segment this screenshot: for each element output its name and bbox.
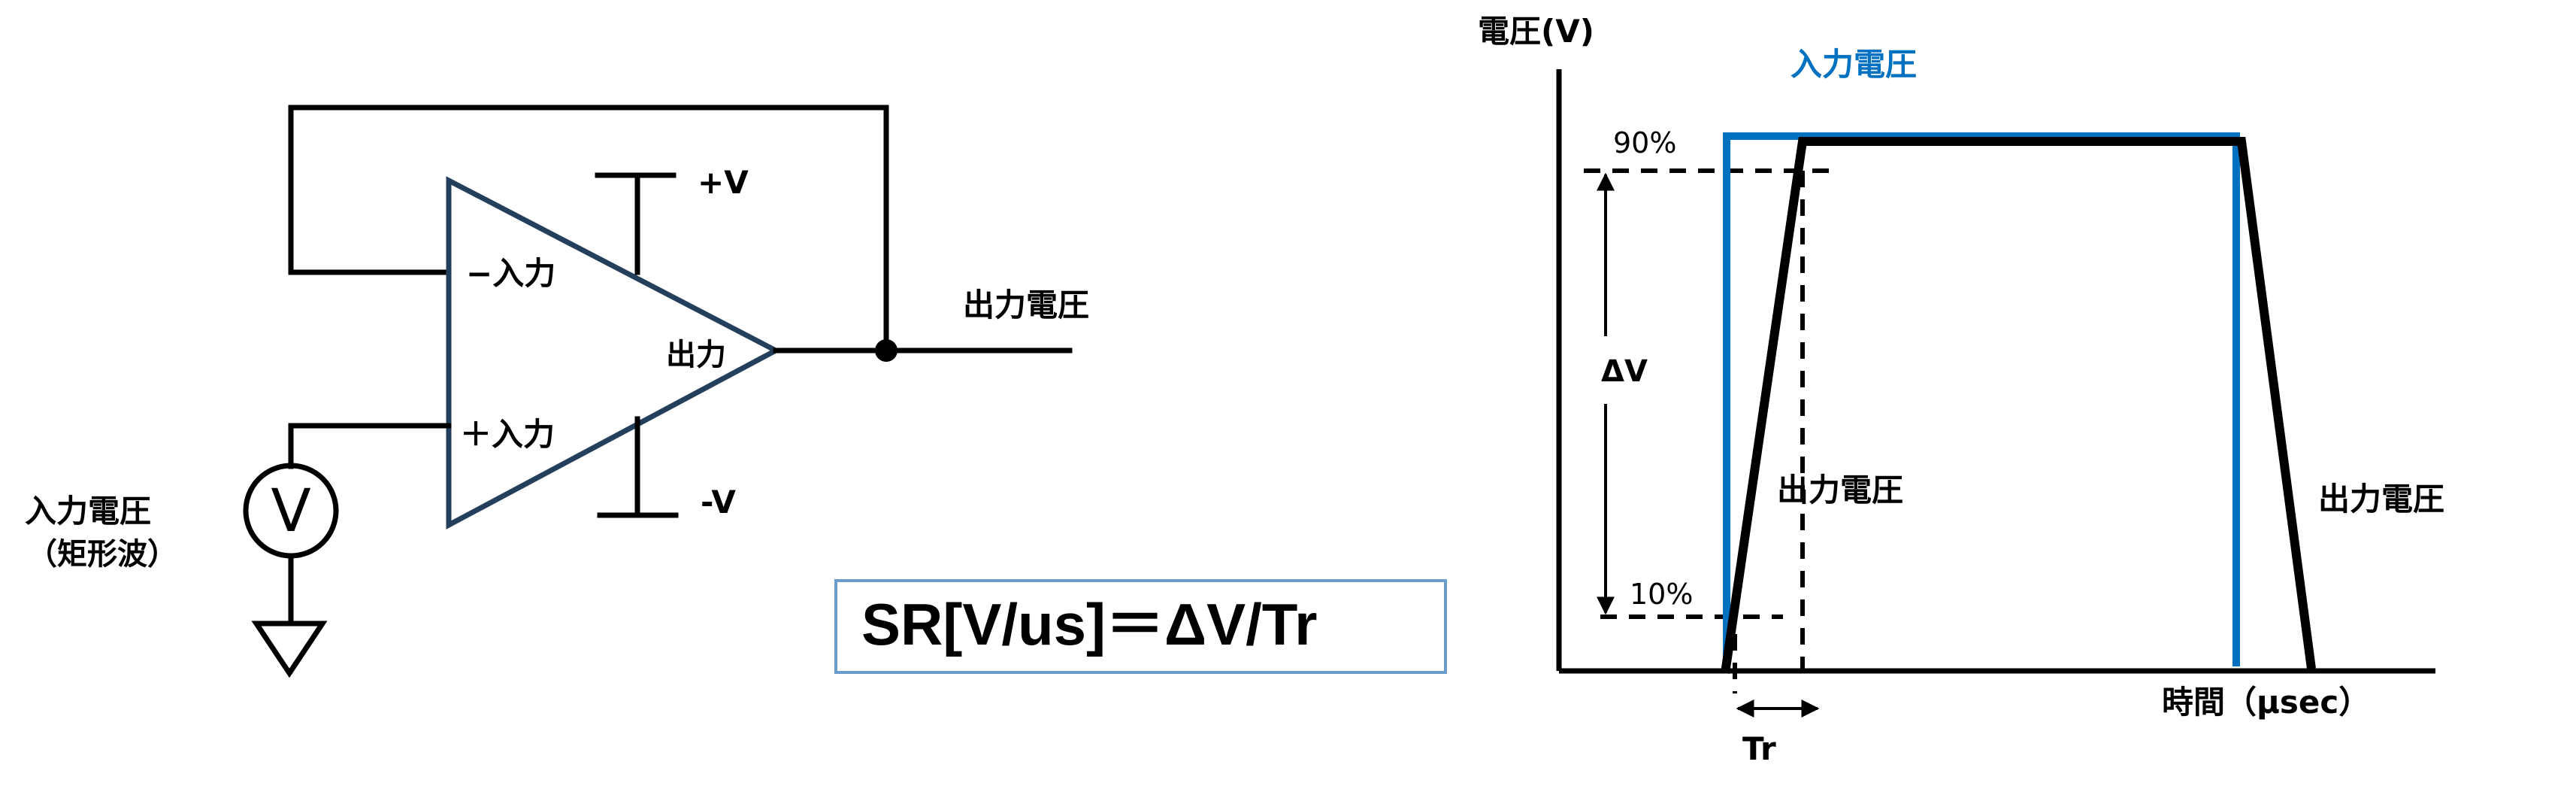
level-90-label: 90%: [1613, 126, 1676, 159]
input-voltage-label: 入力電圧: [25, 493, 151, 530]
y-axis-label: 電圧(V): [1478, 13, 1594, 50]
plus-input-label: ＋入力: [460, 416, 555, 453]
formula-box: SR[V/us]＝ΔV/Tr: [834, 579, 1447, 674]
waveform-chart: 電圧(V) 入力電圧 90% 10% ΔV 出力電圧 出力電圧 Tr 時間（μs…: [1478, 13, 2444, 767]
output-voltage-label: 出力電圧: [963, 287, 1089, 323]
plus-input-wire: [288, 423, 452, 469]
junction-dot: [875, 339, 898, 362]
output-terminal-label: 出力: [666, 338, 726, 372]
voltage-source-letter: V: [271, 478, 310, 545]
opamp-circuit: V −入力 ＋入力 出力 +V -V 出力電圧 入力電圧 （矩形波）: [25, 105, 1089, 678]
output-rise-label: 出力電圧: [1777, 472, 1903, 508]
level-10-label: 10%: [1630, 578, 1693, 611]
slew-rate-formula: SR[V/us]＝ΔV/Tr: [861, 591, 1317, 657]
ground-icon: [251, 621, 328, 678]
output-fall-label: 出力電圧: [2318, 481, 2444, 517]
formula-border: [834, 579, 1447, 674]
minus-input-label: −入力: [466, 255, 555, 292]
delta-v-label: ΔV: [1601, 354, 1648, 389]
rise-time-label: Tr: [1742, 730, 1776, 767]
x-axis-label: 時間（μsec）: [2162, 684, 2370, 721]
feedback-wire: [288, 105, 889, 354]
input-series-label: 入力電圧: [1790, 46, 1917, 83]
negative-supply-label: -V: [701, 484, 736, 520]
opamp-symbol: [446, 176, 782, 530]
positive-supply-label: +V: [698, 164, 749, 201]
input-voltage-sublabel: （矩形波）: [27, 537, 177, 572]
input-waveform: [1723, 132, 2240, 666]
output-waveform: [1721, 137, 2316, 674]
